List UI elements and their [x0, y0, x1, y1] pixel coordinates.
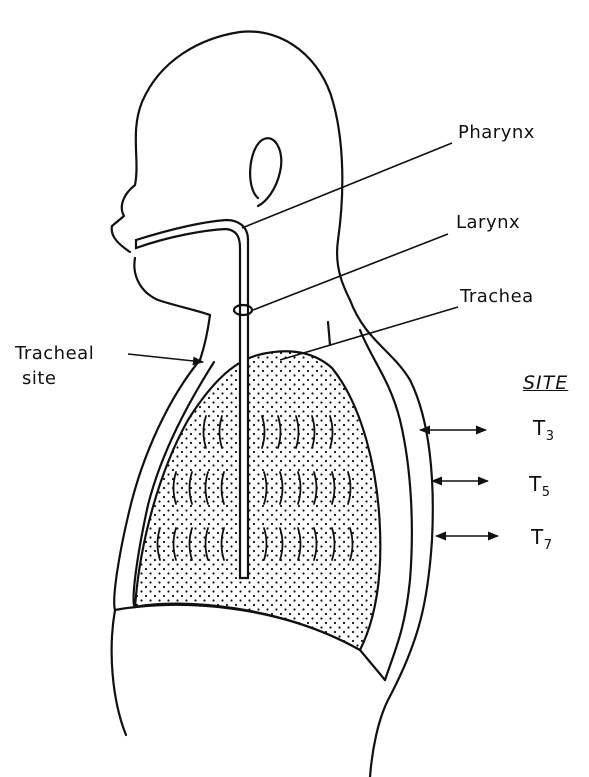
head-outline — [112, 31, 350, 300]
site-t7: T7 — [531, 527, 553, 552]
site-t5: T5 — [529, 474, 551, 499]
tracheal-site-label-line1: Tracheal — [15, 345, 94, 363]
spine-mark — [328, 322, 330, 345]
tracheal-site-label-line2: site — [22, 370, 57, 388]
chin-outline — [134, 258, 210, 315]
site-t3: T3 — [533, 418, 555, 443]
ear-outline — [250, 138, 281, 206]
neck-front — [200, 315, 210, 360]
site-key-heading: SITE — [523, 374, 568, 393]
larynx-label: Larynx — [456, 214, 520, 232]
trachea-label: Trachea — [460, 288, 534, 306]
trachea-leader — [280, 307, 458, 360]
tracheal-site-arrow — [128, 354, 203, 362]
abdomen-outline — [112, 610, 126, 735]
pharynx-leader — [242, 143, 452, 228]
pharynx-label: Pharynx — [458, 124, 535, 142]
